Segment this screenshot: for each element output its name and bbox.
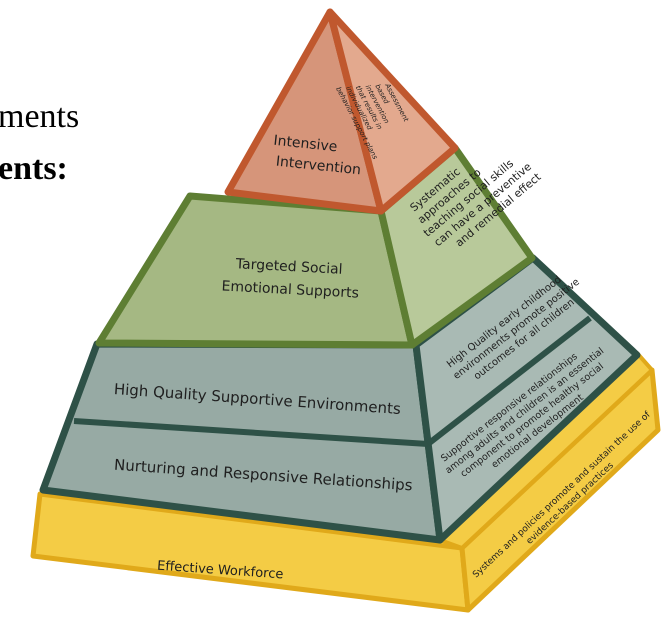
- slide-text-line-1: ments: [0, 98, 80, 135]
- second-tier-label-line-1: Targeted Social: [234, 256, 342, 278]
- second-tier-label-line-2: Emotional Supports: [221, 278, 359, 301]
- slide-text-line-2: ents:: [0, 150, 68, 187]
- top-tier-side-face: [326, 8, 459, 215]
- top-tier-label-line-1: Intensive: [273, 133, 338, 156]
- tier-divider-side: [426, 315, 592, 447]
- tier-divider-front: [73, 418, 429, 447]
